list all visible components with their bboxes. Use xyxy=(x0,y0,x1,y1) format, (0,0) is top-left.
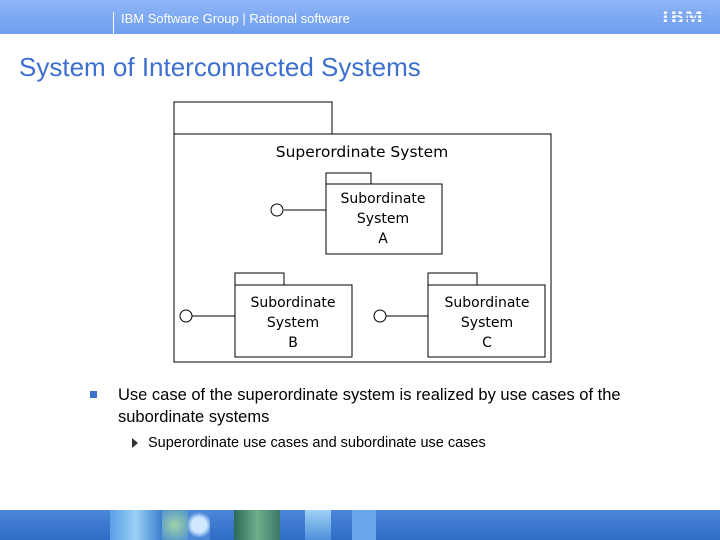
subsystem-a-line3: A xyxy=(378,231,388,247)
subsystem-c-line3: C xyxy=(482,335,492,351)
sub-bullet-item: Superordinate use cases and subordinate … xyxy=(132,434,690,452)
subsystem-b-interface-icon xyxy=(179,309,193,323)
footer-decorative-image xyxy=(162,510,188,540)
system-diagram: Superordinate System Subordinate System … xyxy=(173,101,552,363)
triangle-bullet-icon xyxy=(132,438,138,448)
subsystem-c-box xyxy=(427,284,546,358)
bullet-item: Use case of the superordinate system is … xyxy=(90,384,690,428)
subsystem-a-interface-icon xyxy=(270,203,284,217)
bullet-list: Use case of the superordinate system is … xyxy=(90,384,690,452)
bullet-text: Use case of the superordinate system is … xyxy=(118,386,621,426)
subsystem-b-line3: B xyxy=(288,335,298,351)
superordinate-tab xyxy=(173,101,333,135)
superordinate-system-label: Superordinate System xyxy=(276,143,448,161)
header-bar: IBM Software Group | Rational software I… xyxy=(0,0,720,34)
subsystem-b-tab xyxy=(234,272,285,286)
subsystem-a-tab xyxy=(325,172,372,185)
footer-decorative-image xyxy=(110,510,162,540)
subsystem-c-interface-icon xyxy=(373,309,387,323)
header-separator xyxy=(113,12,114,34)
header-text: IBM Software Group | Rational software xyxy=(121,11,350,26)
footer-decorative-image xyxy=(234,510,280,540)
subsystem-b-line1: Subordinate xyxy=(250,295,335,311)
sub-bullet-text: Superordinate use cases and subordinate … xyxy=(148,435,486,451)
subsystem-b-box xyxy=(234,284,353,358)
footer-decorative-image xyxy=(188,510,210,540)
subsystem-c-tab xyxy=(427,272,478,286)
subsystem-c-line2: System xyxy=(461,315,513,331)
subsystem-a-line1: Subordinate xyxy=(340,191,425,207)
subsystem-b-line2: System xyxy=(267,315,319,331)
footer-bar xyxy=(0,510,720,540)
slide-title: System of Interconnected Systems xyxy=(19,52,421,82)
square-bullet-icon xyxy=(90,391,97,398)
footer-decorative-image xyxy=(352,510,376,540)
subsystem-a-line2: System xyxy=(357,211,409,227)
subsystem-a-box xyxy=(325,183,443,255)
ibm-logo: IBM xyxy=(657,6,709,26)
subsystem-c-line1: Subordinate xyxy=(444,295,529,311)
footer-decorative-image xyxy=(305,510,331,540)
